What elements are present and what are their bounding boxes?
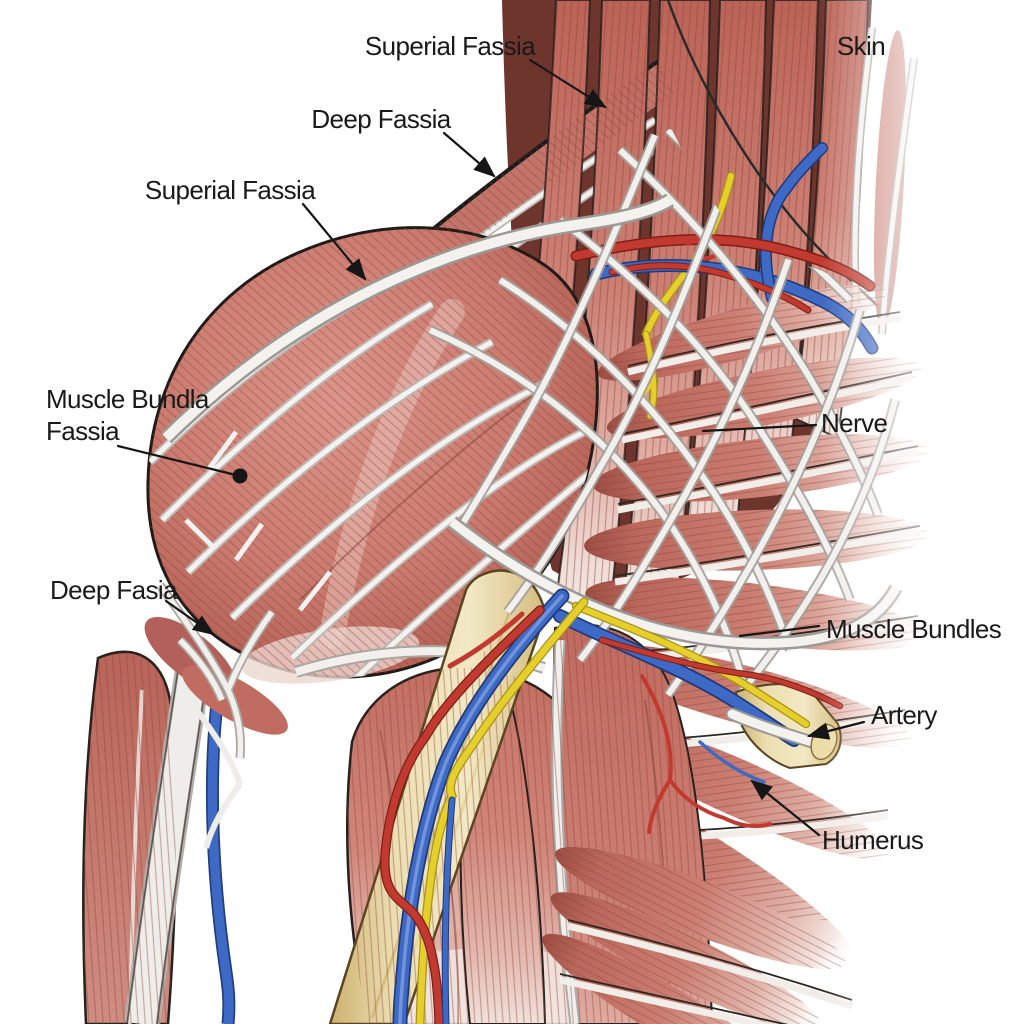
leader-deep-fassia-top [442,131,496,178]
leader-lines [116,58,866,837]
label-muscle-bundla-line1: Muscle Bundla [46,384,210,414]
labels: Superial Fassia Deep Fassia Superial Fas… [46,31,1002,855]
leader-nerve [701,423,818,433]
label-deep-fasia-left: Deep Fasia [50,575,178,605]
neurovascular-lower [380,596,844,1024]
label-deep-fassia-top: Deep Fassia [311,104,451,134]
leader-superial-fassia-left [301,202,367,281]
leader-muscle-bundles [738,624,821,638]
leader-artery [806,720,866,740]
label-nerve: Nerve [821,408,887,438]
label-superial-fassia-top: Superial Fassia [365,31,536,61]
deltoid-fascia-strands [150,288,596,680]
deep-fascia-cluster [144,582,544,759]
leader-superial-fassia-top [528,58,607,109]
label-humerus: Humerus [822,825,924,855]
label-artery: Artery [871,700,937,730]
label-superial-fassia-left: Superial Fassia [145,175,316,205]
label-skin: Skin [837,31,885,61]
right-feather-fade [820,0,1024,1024]
label-muscle-bundla-line2: Fassia [46,416,120,446]
label-muscle-bundles: Muscle Bundles [826,614,1002,644]
leader-deep-fasia-left [164,599,215,636]
leader-muscle-bundla-fassia [116,444,248,484]
leader-humerus [750,779,821,837]
